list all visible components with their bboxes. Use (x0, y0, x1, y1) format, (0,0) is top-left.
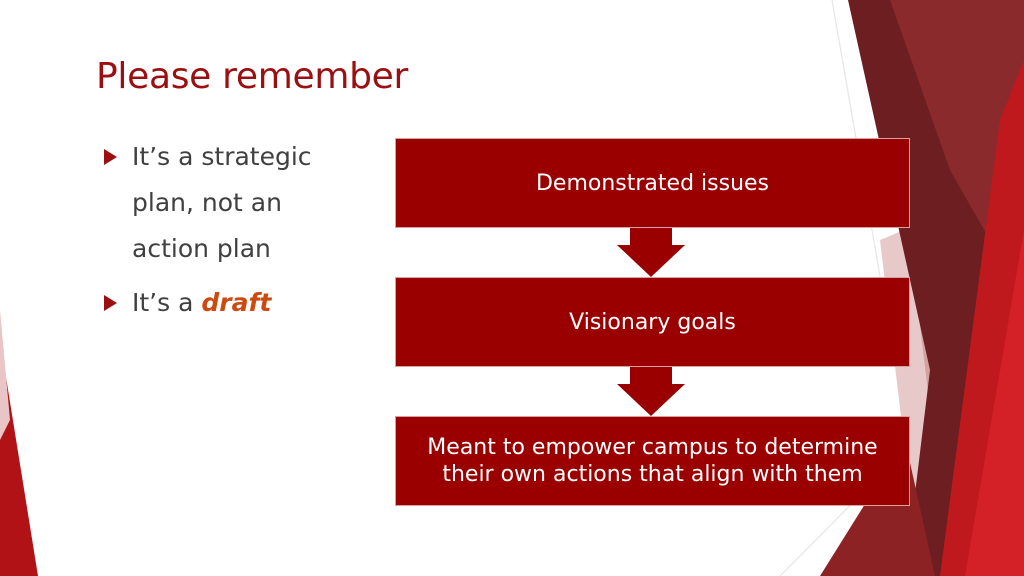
slide-title: Please remember (96, 56, 409, 97)
bullet-prefix: It’s a (132, 288, 202, 317)
flow-step-visionary-goals: Visionary goals (395, 277, 910, 367)
flow-step-label: Meant to empower campus to determine the… (427, 435, 878, 487)
flow-step-label: Visionary goals (569, 309, 736, 335)
flow-step-empower-campus: Meant to empower campus to determine the… (395, 416, 910, 506)
down-arrow-icon (617, 367, 685, 416)
bullet-item: It’s a draft (104, 280, 354, 326)
bullet-arrow-icon (104, 149, 117, 165)
right-deco-bright (965, 230, 1024, 576)
left-deco-shadow (0, 310, 10, 440)
bullet-list: It’s a strategic plan, not an action pla… (104, 134, 354, 326)
bullet-emphasis: draft (201, 288, 272, 317)
flow-step-label: Demonstrated issues (535, 170, 770, 196)
down-arrow-icon (617, 228, 685, 277)
bullet-text: It’s a strategic plan, not an action pla… (132, 142, 312, 263)
left-deco-shape (0, 340, 38, 576)
flow-step-demonstrated-issues: Demonstrated issues (395, 138, 910, 228)
bullet-item: It’s a strategic plan, not an action pla… (104, 134, 354, 272)
bullet-arrow-icon (104, 295, 117, 311)
